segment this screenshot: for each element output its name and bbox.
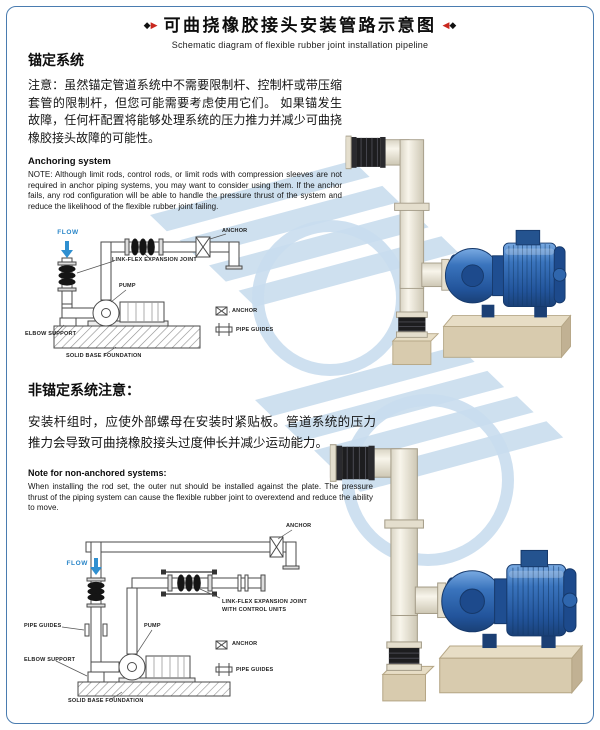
page-title-row: ◆▶ 可曲挠橡胶接头安装管路示意图 ◀◆ bbox=[0, 11, 600, 36]
schematic-anchored-drawing bbox=[53, 233, 243, 356]
page-title: 可曲挠橡胶接头安装管路示意图 bbox=[163, 16, 437, 35]
schematic-anchored-system: FLOW LINK-FLEX EXPANSION JOINT ANCHOR PU… bbox=[24, 224, 339, 372]
label-foundation: SOLID BASE FOUNDATION bbox=[66, 353, 142, 359]
label-pipe-guides-legend: PIPE GUIDES bbox=[236, 667, 274, 673]
label-expansion-joint: LINK-FLEX EXPANSION JOINT bbox=[112, 257, 197, 263]
label-expansion-joint-line1: LINK-FLEX EXPANSION JOINT bbox=[222, 599, 307, 605]
page-subtitle: Schematic diagram of flexible rubber joi… bbox=[171, 40, 429, 50]
anchoring-heading-en: Anchoring system bbox=[28, 156, 111, 167]
label-expansion-joint-line2: WITH CONTROL UNITS bbox=[222, 607, 287, 613]
label-pipe-guides-legend: PIPE GUIDES bbox=[236, 327, 274, 333]
section-non-anchored: 非锚定系统注意： 安装杆组时，应使外部螺母在安装时紧贴板。管道系统的压力推力会导… bbox=[28, 380, 376, 514]
label-pump: PUMP bbox=[119, 283, 136, 289]
label-flow: FLOW bbox=[57, 229, 79, 236]
label-anchor-legend: ANCHOR bbox=[232, 641, 258, 647]
schematic-non-anchored-drawing bbox=[55, 529, 300, 701]
section-anchoring: 锚定系统 注意：虽然锚定管道系统中不需要限制杆、控制杆或带压缩套管的限制杆，但您… bbox=[28, 50, 342, 212]
non-anchored-body-cn: 安装杆组时，应使外部螺母在安装时紧贴板。管道系统的压力推力会导致可曲挠橡胶接头过… bbox=[28, 415, 376, 450]
label-elbow-support: ELBOW SUPPORT bbox=[25, 331, 77, 337]
label-pump: PUMP bbox=[144, 623, 161, 629]
non-anchored-body-en: When installing the rod set, the outer n… bbox=[28, 482, 373, 512]
anchoring-heading-cn: 锚定系统 bbox=[28, 52, 84, 68]
header: ◆▶ 可曲挠橡胶接头安装管路示意图 ◀◆ Schematic diagram of … bbox=[0, 11, 600, 50]
label-elbow-support: ELBOW SUPPORT bbox=[24, 657, 76, 663]
pump-render-anchored bbox=[333, 98, 585, 370]
anchoring-body-en: NOTE: Although limit rods, control rods,… bbox=[28, 170, 342, 211]
label-anchor-legend: ANCHOR bbox=[232, 308, 258, 314]
label-foundation: SOLID BASE FOUNDATION bbox=[68, 698, 144, 704]
label-flow: FLOW bbox=[66, 560, 88, 567]
diamond-icon: ◀◆ bbox=[442, 20, 457, 30]
diamond-icon: ◆▶ bbox=[143, 20, 158, 30]
non-anchored-heading-en: Note for non-anchored systems: bbox=[28, 468, 167, 478]
non-anchored-heading-cn: 非锚定系统注意： bbox=[28, 382, 140, 398]
schematic-non-anchored-system: FLOW PIPE GUIDES PUMP LINK-FLEX EXPANSIO… bbox=[24, 520, 344, 710]
label-anchor-top: ANCHOR bbox=[286, 523, 312, 529]
anchoring-body-cn: 注意：虽然锚定管道系统中不需要限制杆、控制杆或带压缩套管的限制杆，但您可能需要考… bbox=[28, 78, 342, 145]
label-anchor-top: ANCHOR bbox=[222, 228, 248, 234]
pump-render-non-anchored bbox=[328, 402, 586, 707]
label-pipe-guides-left: PIPE GUIDES bbox=[24, 623, 62, 629]
